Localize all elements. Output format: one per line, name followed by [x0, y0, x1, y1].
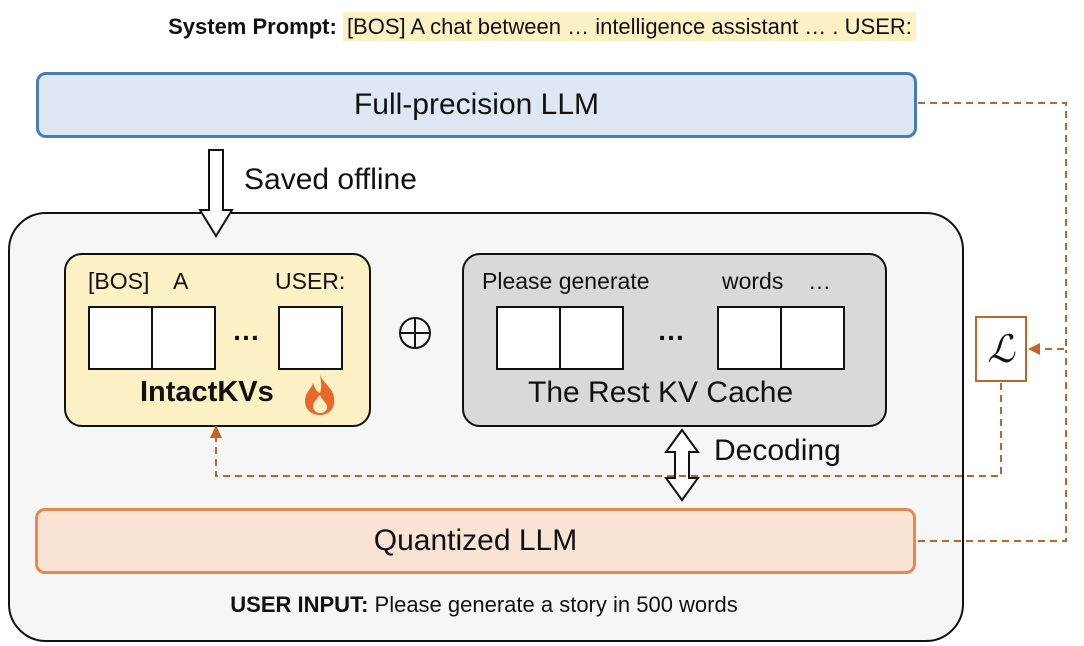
saved-offline-arrow [198, 149, 234, 238]
intactkvs-title: IntactKVs [140, 376, 274, 408]
rest-kv-cache-title: The Rest KV Cache [528, 376, 794, 409]
saved-offline-label: Saved offline [244, 163, 417, 196]
decoding-double-arrow [664, 428, 700, 502]
user-input-label: USER INPUT: [230, 592, 369, 617]
rest-token-ellipsis: … [808, 268, 831, 294]
rest-token-please-generate: Please generate [482, 268, 650, 294]
intact-kv-cell [151, 306, 216, 370]
intact-ellipsis: … [232, 315, 261, 346]
loss-arrowhead-top [1028, 343, 1040, 355]
dashed-full-to-loss [918, 102, 1067, 350]
rest-kv-cell [496, 306, 561, 370]
intact-kv-cell [278, 306, 343, 370]
system-prompt: System Prompt: [BOS] A chat between … in… [0, 12, 1084, 41]
full-precision-llm-label: Full-precision LLM [353, 88, 600, 121]
intactkvs-arrowhead [210, 425, 222, 438]
quantized-llm-label: Quantized LLM [373, 524, 578, 557]
quantized-llm-box: Quantized LLM [35, 508, 916, 574]
intact-token-bos: [BOS] [88, 268, 150, 294]
rest-ellipsis: … [657, 315, 686, 346]
rest-token-words: words [722, 268, 784, 294]
loss-symbol: ℒ [987, 327, 1015, 371]
intact-token-a: A [173, 268, 189, 294]
flame-icon [305, 375, 335, 415]
loss-box: ℒ [975, 316, 1027, 382]
decoding-label: Decoding [714, 434, 841, 467]
system-prompt-text: [BOS] A chat between … intelligence assi… [342, 12, 916, 41]
full-precision-llm-box: Full-precision LLM [36, 72, 917, 138]
user-input-text: Please generate a story in 500 words [374, 592, 738, 617]
dashed-quant-to-loss [918, 350, 1067, 542]
dashed-loss-to-intactkvs [215, 383, 1002, 477]
rest-kv-cell [559, 306, 624, 370]
system-prompt-label: System Prompt: [168, 14, 337, 39]
intact-token-user: USER: [275, 268, 346, 294]
rest-kv-cell [780, 306, 845, 370]
user-input: USER INPUT: Please generate a story in 5… [0, 592, 968, 618]
concat-operator-icon [399, 317, 431, 349]
